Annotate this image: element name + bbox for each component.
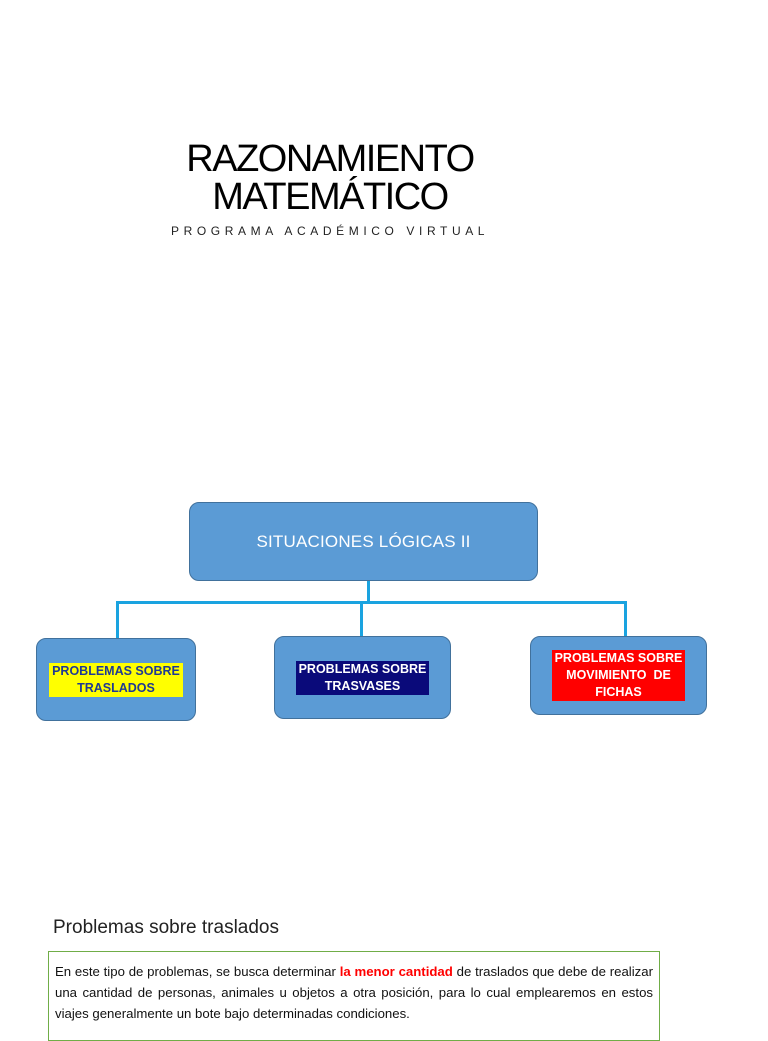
connector-middle <box>360 601 363 637</box>
definition-textbox: En este tipo de problemas, se busca dete… <box>48 951 660 1041</box>
child-label-line: PROBLEMAS SOBRE <box>52 663 180 678</box>
title-line-1: RAZONAMIENTO <box>186 138 475 180</box>
connector-left <box>116 601 119 639</box>
page-subtitle: PROGRAMA ACADÉMICO VIRTUAL <box>171 224 490 238</box>
child-node-traslados-label: PROBLEMAS SOBRE TRASLADOS <box>49 662 183 697</box>
child-label-line: TRASVASES <box>324 678 401 693</box>
root-node-label: SITUACIONES LÓGICAS II <box>256 531 471 551</box>
child-node-trasvases: PROBLEMAS SOBRE TRASVASES <box>274 636 451 719</box>
child-label-line: TRASLADOS <box>77 680 155 695</box>
section-heading: Problemas sobre traslados <box>53 917 279 938</box>
child-node-trasvases-label: PROBLEMAS SOBRE TRASVASES <box>295 660 430 695</box>
definition-text-end: de traslados que debe de realizar una ca… <box>55 964 653 1021</box>
definition-emphasis: la menor cantidad <box>339 964 453 979</box>
child-node-fichas-label: PROBLEMAS SOBRE MOVIMIENTO DE FICHAS <box>551 650 686 701</box>
child-label-line: MOVIMIENTO DE <box>566 668 671 682</box>
child-label-line: PROBLEMAS SOBRE <box>298 661 427 676</box>
definition-text-start: En este tipo de problemas, se busca dete… <box>55 964 340 979</box>
child-label-line: FICHAS <box>595 685 642 699</box>
root-node: SITUACIONES LÓGICAS II <box>189 502 538 581</box>
page-title: RAZONAMIENTO MATEMÁTICO <box>150 140 510 216</box>
title-line-2: MATEMÁTICO <box>212 176 449 218</box>
child-label-line: PROBLEMAS SOBRE <box>554 651 683 665</box>
connector-horizontal <box>116 601 627 604</box>
child-node-fichas: PROBLEMAS SOBRE MOVIMIENTO DE FICHAS <box>530 636 707 715</box>
connector-right <box>624 601 627 637</box>
connector-trunk <box>367 579 370 603</box>
child-node-traslados: PROBLEMAS SOBRE TRASLADOS <box>36 638 196 721</box>
